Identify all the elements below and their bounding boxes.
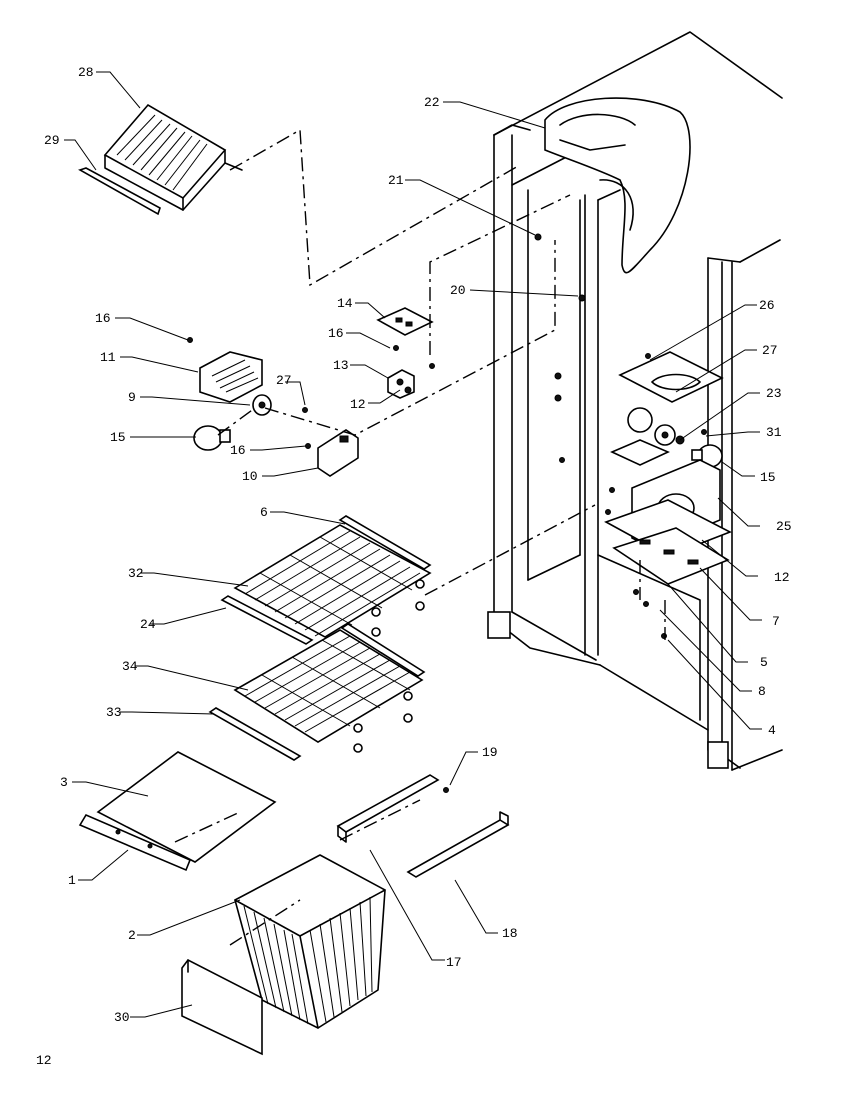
basket-screws [443,787,449,793]
screws [187,233,615,515]
switch-assembly [387,369,415,399]
callout-27: 27 [762,343,778,358]
lower-wire-shelf [233,629,424,743]
right-bulb-socket [627,407,685,446]
air-duct-cover [544,97,691,274]
callout-6: 33 [106,705,122,720]
solid-shelf [96,751,277,863]
callout-34: 8 [758,684,766,699]
control-housing-plate [618,351,724,403]
ice-tray [103,103,243,211]
callout-33: 4 [768,723,776,738]
assembly-lines [174,128,666,946]
callout-24: 5 [760,655,768,670]
callout-18: 18 [502,926,518,941]
callout-13: 13 [333,358,349,373]
light-housing [199,351,263,403]
callout-8: 24 [140,617,156,632]
callout-17: 17 [446,955,462,970]
callout-15: 15 [760,470,776,485]
leader-lines [64,71,762,1018]
callout-32: 7 [772,614,780,629]
callout-28: 28 [78,65,94,80]
callout-15: 15 [110,430,126,445]
lower-shelf-trim [208,707,302,761]
basket-front-panel [181,958,263,1056]
callout-9: 9 [128,390,136,405]
lower-shelf-rail [340,623,426,677]
callout-27: 27 [276,373,292,388]
shelf-front-trim [78,813,192,872]
callout-2: 2 [128,928,136,943]
shelf-support-clips [353,579,425,753]
callout-1: 1 [68,873,76,888]
control-mounting-plate [604,499,732,585]
callout-31: 31 [766,425,782,440]
callout-19: 19 [482,745,498,760]
callout-7: 6 [260,505,268,520]
callout-10: 10 [242,469,258,484]
callout-20: 20 [450,283,466,298]
wire-basket [234,854,386,1029]
callout-5: 32 [128,566,144,581]
callout-12: 12 [774,570,790,585]
callout-16: 16 [328,326,344,341]
mounting-plate [376,307,434,336]
upper-shelf-trim [220,595,314,645]
light-bulb [193,425,231,451]
callout-30: 30 [114,1010,130,1025]
callout-4: 34 [122,659,138,674]
callout-21: 21 [388,173,404,188]
callout-11: 11 [100,350,116,365]
callout-22: 22 [424,95,440,110]
callout-26: 26 [759,298,775,313]
callout-16: 16 [230,443,246,458]
callout-3: 3 [60,775,68,790]
basket-slide-left [336,774,440,843]
page-number: 12 [36,1053,52,1068]
light-socket [252,394,272,416]
callout-16: 16 [95,311,111,326]
basket-slide-right [406,811,510,878]
callout-25: 25 [776,519,792,534]
callout-29: 29 [44,133,60,148]
callout-14: 14 [337,296,353,311]
callout-23: 23 [766,386,782,401]
callout-labels: 28 29 22 21 20 14 16 13 12 16 11 27 9 15… [44,65,792,1025]
callout-12: 12 [350,397,366,412]
control-bracket [317,429,359,477]
upper-shelf-rail [338,515,432,570]
ice-tray-front [78,167,161,216]
upper-wire-shelf [233,524,432,638]
